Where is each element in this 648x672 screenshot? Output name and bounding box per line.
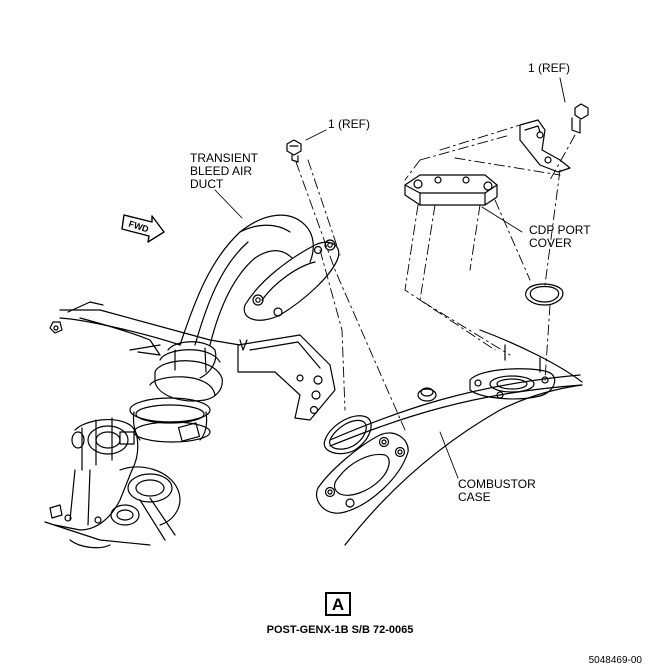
lower-port-flange <box>316 432 409 514</box>
leader-lines <box>214 189 523 479</box>
valve-assembly <box>44 417 181 549</box>
combustor-case <box>329 329 583 546</box>
view-letter-box: A <box>325 592 351 616</box>
left-bolt <box>286 129 327 163</box>
view-caption: POST-GENX-1B S/B 72-0065 <box>266 624 414 636</box>
figure-number: 5048469-00 <box>588 655 642 666</box>
duct-bracket <box>237 334 336 421</box>
right-bolt <box>559 77 589 134</box>
transient-bleed-air-duct <box>149 214 340 402</box>
ref-label-right: 1 (REF) <box>528 61 570 75</box>
alignment-lines <box>295 124 576 431</box>
cdp-port-cover <box>404 174 498 206</box>
combustor-case-label: COMBUSTOR CASE <box>458 477 536 504</box>
ref-label-left: 1 (REF) <box>328 117 370 131</box>
lower-gasket <box>323 415 372 455</box>
cdp-port-cover-label: CDP PORT COVER <box>529 223 591 250</box>
upper-gasket <box>525 283 564 306</box>
duct-label: TRANSIENT BLEED AIR DUCT <box>190 151 259 191</box>
upper-bracket <box>519 119 571 173</box>
left-strut <box>49 301 241 356</box>
clamp-ring <box>129 397 211 443</box>
fwd-arrow-icon: FWD <box>121 214 165 243</box>
